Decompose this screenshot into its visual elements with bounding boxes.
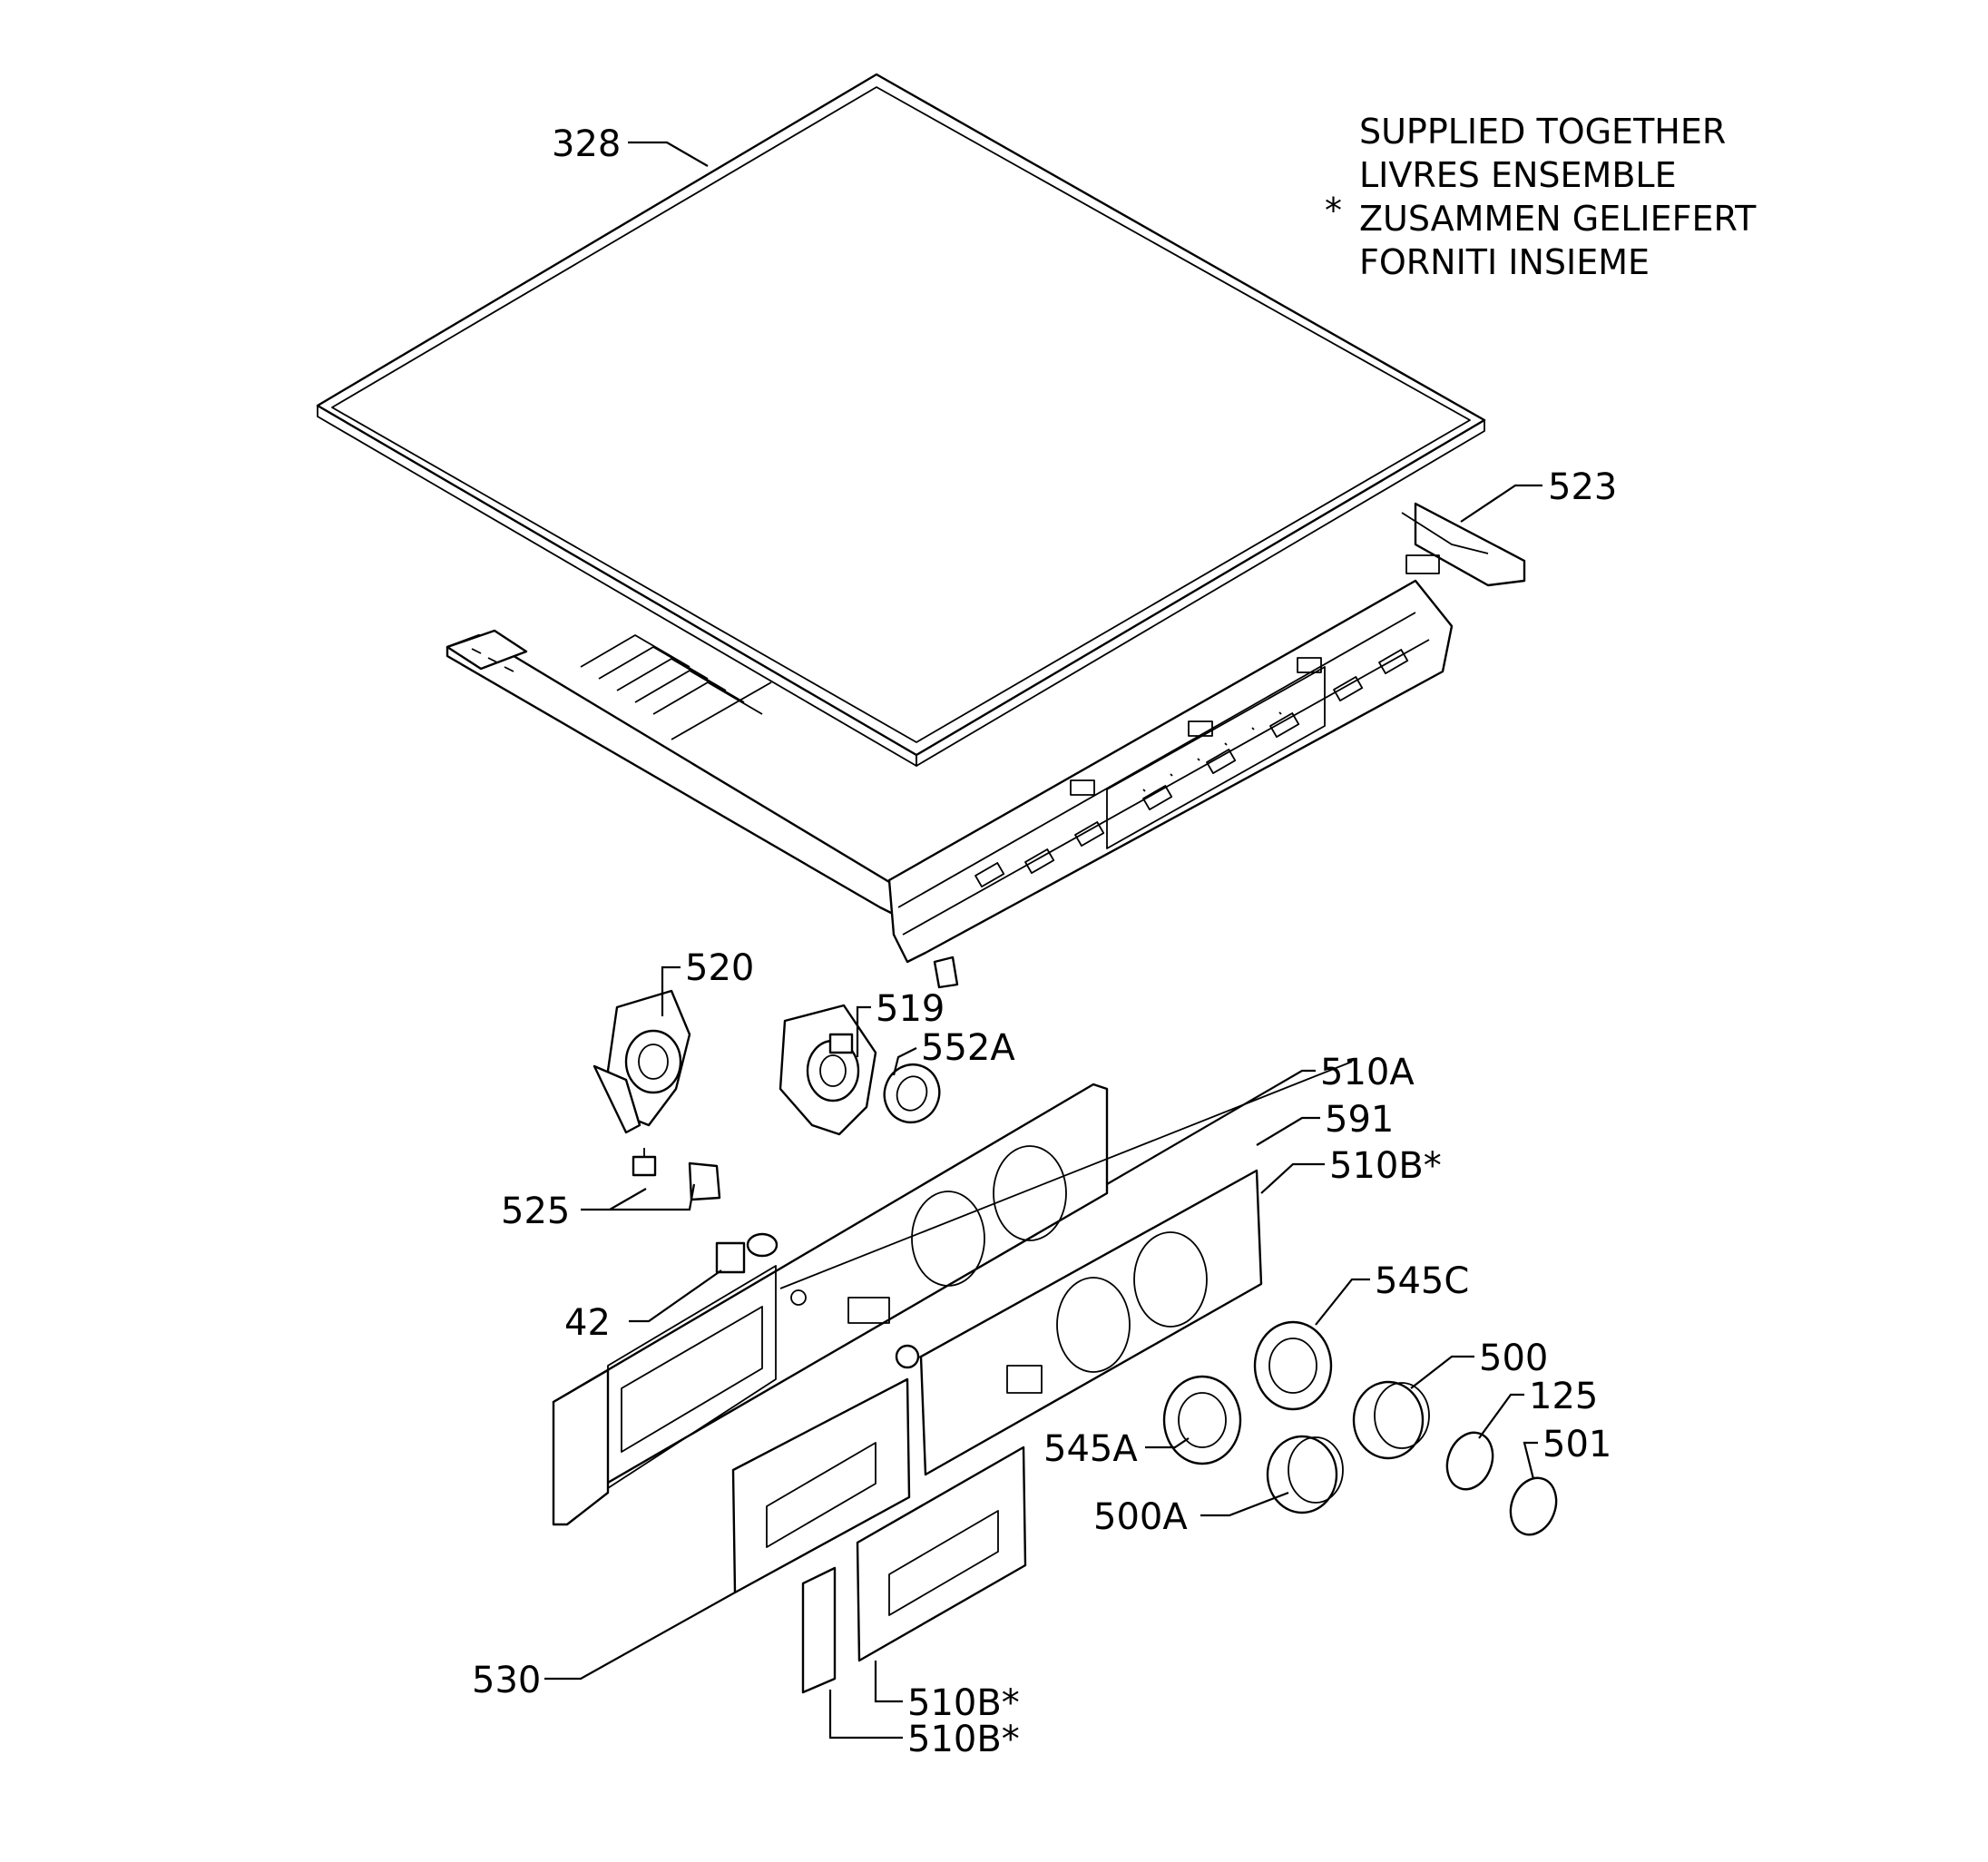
label-519: 519 (876, 988, 945, 1030)
label-510b-bot: 510B* (907, 1719, 1020, 1760)
part-523-frame (446, 502, 1526, 989)
label-125: 125 (1529, 1376, 1598, 1417)
label-328: 328 (552, 123, 621, 165)
note-line-2: LIVRES ENSEMBLE (1359, 155, 1677, 195)
part-530-drawer-front (731, 1377, 911, 1594)
label-525: 525 (501, 1191, 570, 1232)
label-500: 500 (1479, 1338, 1548, 1379)
part-labels: 328 523 520 519 552A 510A 591 510B* 525 … (472, 123, 1617, 1760)
note-line-3: ZUSAMMEN GELIEFERT (1359, 199, 1757, 239)
label-591: 591 (1325, 1099, 1394, 1141)
label-500a: 500A (1093, 1496, 1188, 1538)
part-552a-ring (883, 1063, 941, 1123)
label-510a: 510A (1320, 1052, 1415, 1093)
part-510b-strip (801, 1566, 837, 1694)
label-42: 42 (564, 1302, 611, 1344)
label-545a: 545A (1043, 1428, 1138, 1470)
part-501-ring (1509, 1476, 1558, 1536)
label-552a: 552A (921, 1027, 1015, 1069)
label-501: 501 (1542, 1424, 1611, 1465)
leader-lines (544, 141, 1542, 1740)
part-500a-knob (1266, 1435, 1344, 1514)
label-545c: 545C (1375, 1260, 1469, 1302)
part-328-worktop (316, 73, 1486, 767)
part-500-knob (1352, 1380, 1430, 1460)
part-510b-fascia (895, 1169, 1263, 1476)
label-520: 520 (685, 947, 754, 989)
label-510b-mid: 510B* (907, 1682, 1020, 1724)
part-125-ring (1445, 1431, 1494, 1491)
note-line-1: SUPPLIED TOGETHER (1359, 112, 1726, 152)
label-530: 530 (472, 1660, 541, 1701)
part-42-lamp (715, 1232, 779, 1274)
part-591-strip (779, 1061, 1353, 1289)
note-asterisk: * (1325, 191, 1342, 230)
label-510b-top: 510B* (1329, 1145, 1442, 1187)
part-545c-bezel (1253, 1320, 1333, 1411)
part-519-holder (779, 1004, 877, 1136)
part-545a-bezel (1162, 1375, 1242, 1465)
label-523: 523 (1548, 466, 1617, 508)
part-510a-panel (552, 1083, 1109, 1526)
part-520-holder (592, 989, 691, 1134)
part-525-switch (632, 1148, 721, 1201)
supplied-together-note: * SUPPLIED TOGETHER LIVRES ENSEMBLE ZUSA… (1325, 112, 1757, 282)
part-510b-small-fascia (856, 1446, 1027, 1662)
note-line-4: FORNITI INSIEME (1359, 242, 1650, 282)
